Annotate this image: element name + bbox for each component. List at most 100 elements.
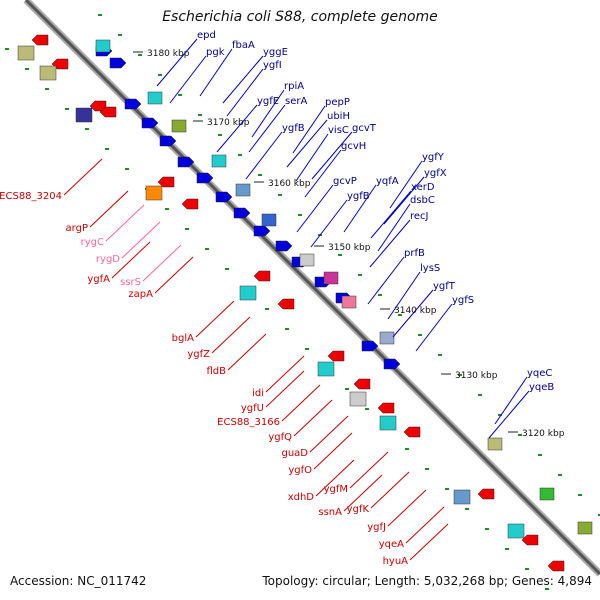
reverse-leader-line <box>315 459 355 497</box>
track-tick-upper <box>278 194 282 196</box>
reverse-leader-line <box>105 204 145 242</box>
forward-gene-label: recJ <box>410 211 429 222</box>
reverse-gene-label: yqeA <box>379 539 404 550</box>
reverse-leader-line <box>281 384 321 422</box>
reverse-gene-box <box>317 361 335 377</box>
forward-gene-label: ygfB <box>282 123 305 134</box>
forward-gene-label: ygfB <box>347 191 370 202</box>
track-tick-upper <box>118 34 122 36</box>
track-tick-lower <box>505 548 509 550</box>
track-tick-upper <box>438 354 442 356</box>
track-tick-lower <box>525 568 529 570</box>
track-tick-upper <box>98 14 102 16</box>
track-tick-upper <box>378 294 382 296</box>
forward-gene-label: ubiH <box>327 111 350 122</box>
track-tick-upper <box>138 54 142 56</box>
track-tick-lower <box>25 68 29 70</box>
forward-gene-label: yqeC <box>527 368 552 379</box>
track-tick-lower <box>425 468 429 470</box>
forward-leader-line <box>343 184 377 233</box>
accession-label: Accession: NC_011742 <box>10 574 147 588</box>
track-tick-upper <box>218 134 222 136</box>
track-tick-lower <box>445 488 449 490</box>
forward-leader-line <box>295 133 329 182</box>
forward-gene-box <box>95 39 111 53</box>
forward-gene-label: pgk <box>206 47 225 58</box>
reverse-gene-box <box>145 185 163 201</box>
reverse-gene-box <box>507 523 525 539</box>
forward-leader-line <box>392 289 434 338</box>
forward-gene-arrow <box>196 172 214 184</box>
scale-label: 3130 kbp <box>455 371 498 381</box>
reverse-gene-label: ECS88_3204 <box>0 191 62 202</box>
track-tick-lower <box>5 48 9 50</box>
forward-leader-line <box>296 184 334 233</box>
reverse-gene-box <box>453 489 471 505</box>
track-tick-upper <box>298 214 302 216</box>
reverse-gene-box <box>39 65 57 81</box>
forward-leader-line <box>488 390 530 439</box>
scale-label: 3180 kbp <box>147 49 190 59</box>
reverse-gene-label: ygfM <box>324 484 348 495</box>
reverse-gene-arrow <box>277 298 295 310</box>
track-tick-upper <box>178 94 182 96</box>
reverse-gene-label: ygfO <box>288 465 312 476</box>
forward-leader-line <box>222 55 264 104</box>
scale-label: 3150 kbp <box>328 243 371 253</box>
forward-gene-arrow <box>159 135 177 147</box>
forward-gene-box <box>147 91 163 105</box>
track-tick-lower <box>545 588 549 590</box>
track-tick-lower <box>405 448 409 450</box>
forward-leader-line <box>248 104 286 153</box>
reverse-gene-arrow <box>31 34 49 46</box>
forward-gene-box <box>299 253 315 267</box>
forward-gene-label: ygfE <box>257 96 279 107</box>
forward-gene-label: rpiA <box>284 81 304 92</box>
track-tick-upper <box>498 414 502 416</box>
forward-gene-label: gcvP <box>333 176 357 187</box>
track-tick-lower <box>305 348 309 350</box>
reverse-gene-arrow <box>547 560 565 572</box>
track-tick-lower <box>85 128 89 130</box>
reverse-gene-label: idi <box>252 388 264 399</box>
forward-gene-label: gcvT <box>352 123 377 134</box>
reverse-leader-line <box>343 474 383 512</box>
reverse-leader-line <box>195 300 235 338</box>
forward-gene-box <box>341 295 357 309</box>
reverse-gene-label: rygC <box>81 237 104 248</box>
reverse-leader-line <box>265 370 305 408</box>
forward-leader-line <box>304 149 342 198</box>
forward-gene-label: lysS <box>420 263 440 274</box>
forward-gene-arrow <box>275 240 293 252</box>
forward-gene-arrow <box>109 57 127 69</box>
reverse-leader-line <box>142 244 182 282</box>
track-tick-lower <box>65 108 69 110</box>
forward-gene-box <box>379 331 395 345</box>
track-tick-upper <box>258 174 262 176</box>
reverse-leader-line <box>313 432 353 470</box>
reverse-gene-label: xdhD <box>288 492 315 503</box>
forward-gene-label: ygfT <box>433 281 456 292</box>
forward-gene-box <box>261 213 277 227</box>
forward-gene-label: pepP <box>325 97 350 108</box>
forward-gene-label: yggE <box>263 47 288 58</box>
track-tick-upper <box>458 374 462 376</box>
reverse-gene-label: ssrS <box>120 277 141 288</box>
reverse-leader-line <box>63 158 103 196</box>
forward-gene-label: ygfX <box>424 168 447 179</box>
forward-gene-label: ygfI <box>263 60 282 71</box>
forward-leader-line <box>383 176 425 225</box>
map-title: Escherichia coli S88, complete genome <box>162 9 438 25</box>
reverse-leader-line <box>111 241 151 279</box>
forward-gene-label: fbaA <box>232 40 255 51</box>
scale-label: 3170 kbp <box>207 118 250 128</box>
forward-gene-arrow <box>177 156 195 168</box>
track-tick-upper <box>398 314 402 316</box>
forward-leader-line <box>370 190 412 239</box>
forward-leader-line <box>311 131 353 180</box>
forward-gene-arrow <box>383 358 401 370</box>
forward-leader-line <box>415 303 453 352</box>
reverse-gene-arrow <box>377 402 395 414</box>
forward-gene-label: prfB <box>404 248 425 259</box>
